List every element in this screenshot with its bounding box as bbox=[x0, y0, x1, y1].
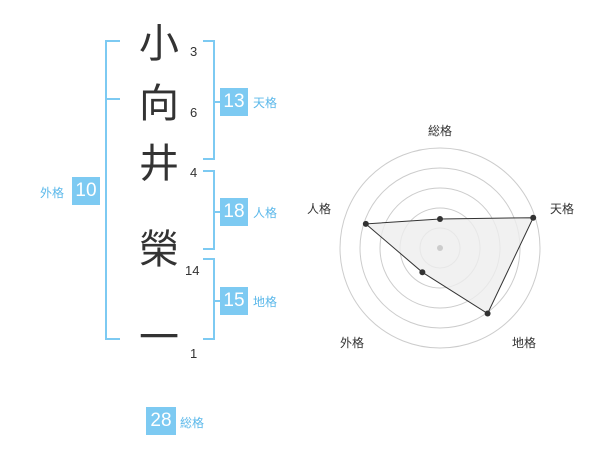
stroke-count-5: 1 bbox=[190, 346, 198, 361]
radar-axis-label-chikaku: 地格 bbox=[512, 335, 536, 350]
soukaku-label: 総格 bbox=[180, 416, 205, 430]
chikaku-bracket-bottom bbox=[203, 338, 215, 340]
radar-point bbox=[484, 310, 491, 317]
gaikaku-bracket-mid bbox=[105, 98, 120, 100]
radar-axis-label-jinkaku: 人格 bbox=[307, 201, 331, 216]
jinkaku-bracket-bottom bbox=[203, 248, 215, 250]
radar-axis-label-tenkaku: 天格 bbox=[550, 201, 574, 216]
name-char-4: 榮 bbox=[139, 227, 179, 273]
stroke-count-2: 6 bbox=[190, 105, 198, 120]
radar-points bbox=[362, 214, 537, 317]
radar-axis-label-gaikaku: 外格 bbox=[340, 335, 364, 350]
radar-chart: 総格 天格 地格 外格 人格 bbox=[307, 123, 574, 350]
stroke-count-3: 4 bbox=[190, 165, 198, 180]
chikaku-value-badge: 15 bbox=[220, 287, 248, 315]
jinkaku-value-badge: 18 bbox=[220, 198, 248, 226]
radar-point bbox=[530, 214, 537, 221]
name-char-2: 向 bbox=[139, 81, 179, 127]
tenkaku-connector bbox=[213, 101, 220, 103]
name-char-3: 井 bbox=[139, 141, 179, 187]
gaikaku-value-badge: 10 bbox=[72, 177, 100, 205]
name-char-5: 一 bbox=[139, 315, 179, 361]
radar-point bbox=[362, 220, 369, 227]
radar-ring bbox=[359, 167, 521, 329]
chikaku-connector bbox=[213, 300, 220, 302]
radar-center-dot bbox=[437, 245, 443, 251]
stroke-count-4: 14 bbox=[185, 263, 200, 278]
jinkaku-bracket-top bbox=[203, 170, 215, 172]
tenkaku-value-badge: 13 bbox=[220, 88, 248, 116]
name-char-1: 小 bbox=[139, 21, 179, 67]
tenkaku-bracket-vertical bbox=[213, 40, 215, 160]
chikaku-bracket-top bbox=[203, 258, 215, 260]
radar-point bbox=[437, 216, 443, 222]
chikaku-label: 地格 bbox=[253, 295, 278, 309]
tenkaku-bracket-top bbox=[203, 40, 215, 42]
jinkaku-bracket-vertical bbox=[213, 170, 215, 250]
stroke-count-1: 3 bbox=[190, 44, 198, 59]
tenkaku-label: 天格 bbox=[253, 96, 278, 110]
chikaku-bracket-vertical bbox=[213, 258, 215, 340]
jinkaku-label: 人格 bbox=[253, 206, 278, 220]
radar-polygon bbox=[364, 217, 534, 315]
soukaku-value-badge: 28 bbox=[146, 407, 176, 435]
radar-axis-label-soukaku: 総格 bbox=[428, 123, 452, 138]
gaikaku-bracket-vertical bbox=[105, 40, 107, 340]
gaikaku-bracket-top bbox=[105, 40, 120, 42]
gaikaku-bracket-bottom bbox=[105, 338, 120, 340]
jinkaku-connector bbox=[213, 211, 220, 213]
gaikaku-label: 外格 bbox=[40, 186, 65, 200]
tenkaku-bracket-bottom bbox=[203, 158, 215, 160]
radar-ring bbox=[339, 147, 541, 349]
radar-point bbox=[419, 269, 426, 276]
